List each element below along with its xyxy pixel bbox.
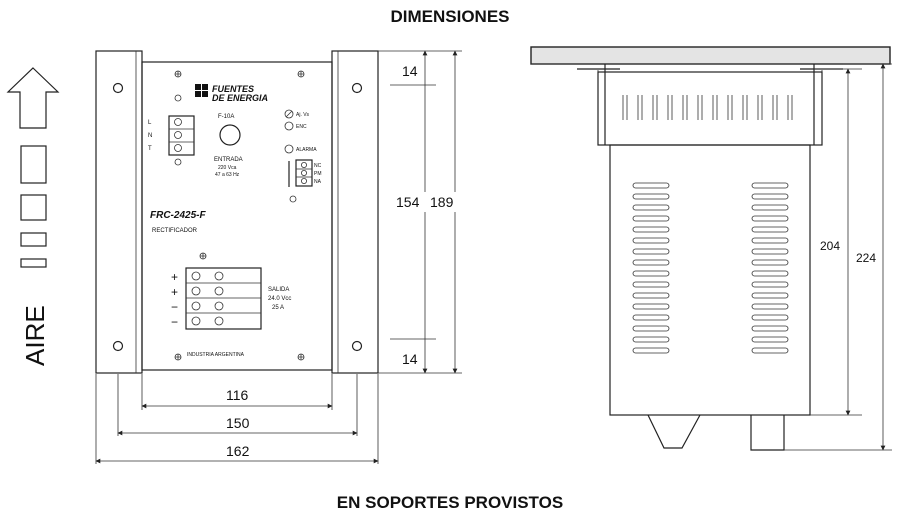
dim-outer-height: 189 [430, 194, 454, 210]
left-mount-bracket [95, 50, 143, 374]
output-voltage: 24.0 Vcc [268, 296, 291, 302]
vent-slots-right [751, 182, 789, 354]
mount-hole [351, 82, 363, 94]
airflow-indicator: AIRE [6, 67, 60, 366]
led-alarm-label: ALARMA [296, 147, 317, 153]
output-current: 25 A [272, 305, 284, 311]
panel-screw [174, 70, 182, 78]
output-sign-2: + [171, 285, 178, 299]
dim-top-margin: 14 [402, 63, 418, 79]
air-slot-large [20, 145, 47, 184]
side-view: 204 224 [530, 46, 892, 451]
output-terminal-block: + + − − SALIDA 24.0 Vcc 25 A [171, 252, 291, 330]
dim-inner-height: 154 [396, 194, 420, 210]
panel-screw [297, 353, 305, 361]
brand-logo: FUENTES DE ENERGIA [195, 84, 268, 103]
dim-bottom-margin: 14 [402, 351, 418, 367]
brand-name-line2: DE ENERGIA [212, 93, 268, 103]
mount-hole [112, 82, 124, 94]
led-power-label: ENC [296, 124, 307, 130]
output-sign-3: − [171, 300, 178, 314]
relay-nc-label: NC [314, 163, 322, 169]
air-slot-small [20, 232, 47, 247]
origin-label: INDUSTRIA ARGENTINA [187, 352, 245, 358]
enclosure-body [609, 144, 811, 416]
up-arrow-icon [6, 67, 60, 129]
led-power: ENC [284, 121, 307, 131]
terminal-protrusion [750, 415, 785, 451]
panel-screw [297, 70, 305, 78]
output-sign-1: + [171, 270, 178, 284]
mount-hole [112, 340, 124, 352]
fuse-holder [219, 124, 241, 146]
brand-name-line1: FUENTES [212, 84, 254, 94]
airflow-label: AIRE [20, 305, 50, 366]
mounting-plate [530, 46, 891, 65]
footer-caption: EN SOPORTES PROVISTOS [337, 493, 563, 512]
relay-pm-label: PM [314, 171, 322, 177]
air-slot-tiny [20, 258, 47, 268]
fuse-label: F-10A [218, 114, 234, 120]
vent-slots-left [632, 182, 670, 354]
led-alarm: ALARMA [284, 144, 317, 154]
fuse-cap-protrusion [647, 414, 701, 449]
air-slot-medium [20, 194, 47, 221]
dim-inner-width: 116 [226, 387, 249, 403]
mount-hole [351, 340, 363, 352]
dim-mount-width: 150 [226, 415, 250, 431]
front-panel [141, 61, 333, 371]
terminal-label-l: L [148, 120, 152, 126]
front-view: FUENTES DE ENERGIA L N T F-10A ENTRADA 2… [95, 50, 470, 464]
relay-na-label: NA [314, 179, 322, 185]
page-title: DIMENSIONES [390, 7, 509, 26]
input-label: ENTRADA [214, 157, 243, 163]
heatsink-fins [622, 95, 793, 120]
terminal-label-n: N [148, 133, 152, 139]
model-name: FRC-2425-F [150, 210, 206, 221]
dim-side-total-height: 224 [856, 251, 876, 265]
right-mount-bracket [331, 50, 379, 374]
panel-screw [199, 252, 207, 260]
dim-side-height: 204 [820, 239, 840, 253]
terminal-label-t: T [148, 146, 152, 152]
output-sign-4: − [171, 315, 178, 329]
led-adjust: Aj. Vs [284, 109, 310, 119]
dim-outer-width: 162 [226, 443, 250, 459]
led-adjust-label: Aj. Vs [296, 112, 310, 118]
input-terminal-block: L N T [148, 115, 195, 166]
relay-terminal-block: NC PM NA [288, 159, 322, 187]
panel-screw [174, 353, 182, 361]
device-type: RECTIFICADOR [152, 228, 198, 234]
input-frequency: 47 a 63 Hz [215, 172, 240, 178]
output-label: SALIDA [268, 287, 289, 293]
input-voltage: 220 Vca [218, 165, 237, 171]
